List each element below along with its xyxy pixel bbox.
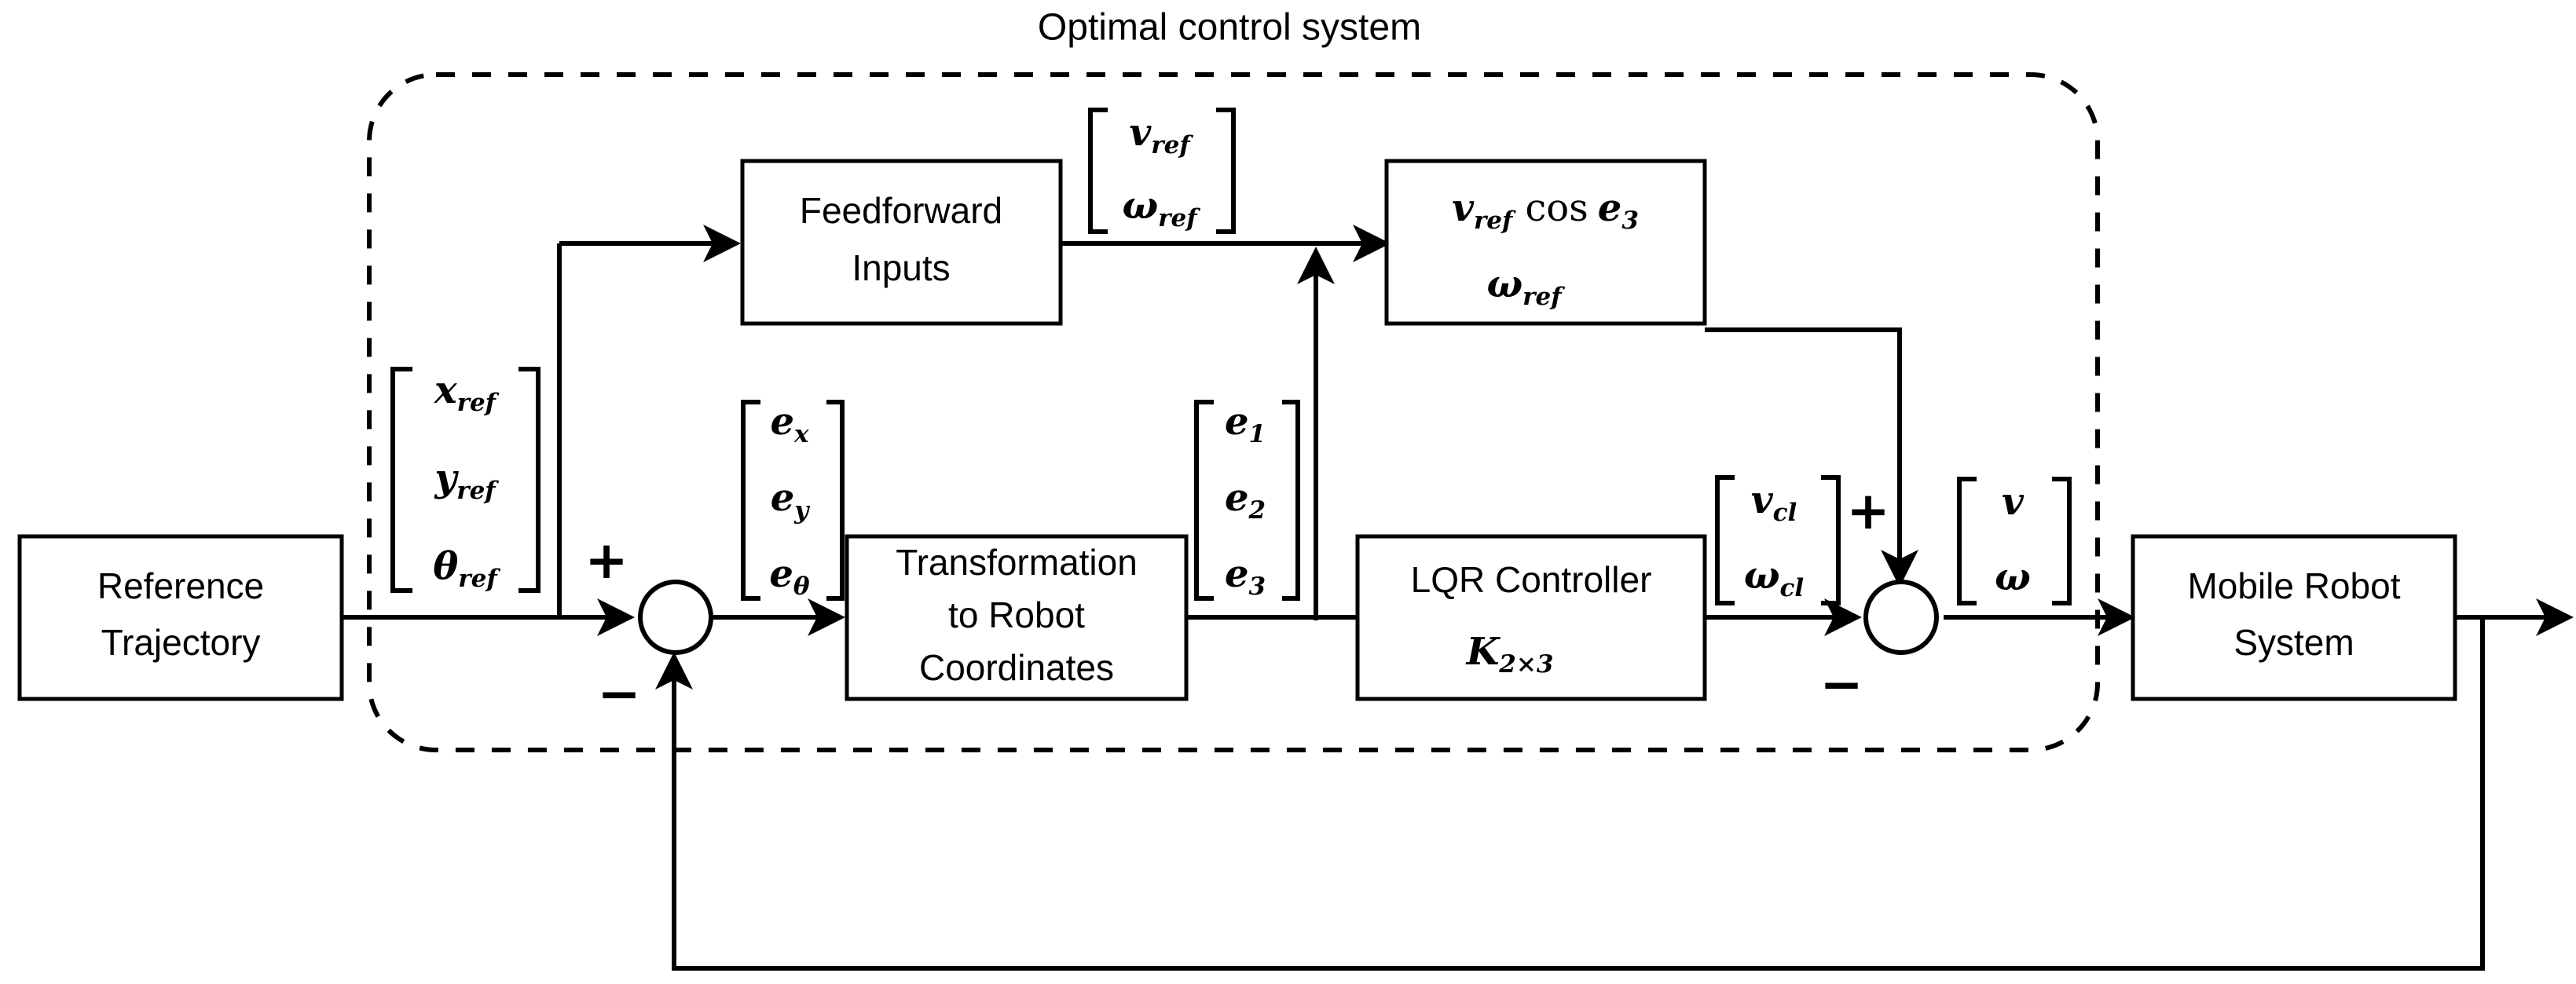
vec-wcl-sub: cl [1780,574,1805,602]
vec-ref-x-base: x [434,368,458,412]
feedforward-law-line2: ωref [1486,262,1565,311]
error-sum-minus-sign: − [597,664,640,724]
vec-e1-base: e [1225,400,1249,444]
feedforward-inputs-label-line2: Inputs [852,247,950,288]
feedforward-inputs-block[interactable] [740,159,1063,326]
robot-input-vector-element-2: ω [1995,555,2031,599]
closed-loop-control-vector-bracket-right [1821,475,1841,605]
control-sum-minus-sign: − [1819,654,1863,715]
feedforward-law-v: v [1452,186,1475,230]
vec-ref-y-base: y [434,456,459,500]
feedforward-inputs-label-line1: Feedforward [800,190,1002,231]
wire-feedback-loop [655,617,2485,971]
vec-vcl-base: v [1751,478,1774,522]
error-sum-plus-sign: + [584,530,628,591]
lqr-controller-block[interactable] [1355,534,1707,701]
vec-ff-w-sub: ref [1158,204,1200,232]
vec-w-base: ω [1995,555,2031,599]
vec-err-y-base: e [771,476,795,520]
global-error-vector-bracket-left [741,400,760,601]
reference-trajectory-label-line1: Reference [97,565,264,606]
feedforward-law-e-sub: 3 [1621,207,1639,235]
reference-state-vector-element-3: θref [433,544,500,593]
lqr-gain-base: K [1465,630,1501,674]
transformation-label-line3: Coordinates [919,647,1114,688]
transformation-to-robot-coordinates-block[interactable] [845,534,1189,701]
reference-state-vector-element-1: xref [434,368,500,417]
feedforward-output-vector-element-2: ωref [1122,184,1200,232]
feedforward-law-e: e [1598,186,1622,230]
vec-err-x-base: e [770,400,794,444]
feedforward-output-vector-bracket-left [1088,108,1108,234]
vec-e2-base: e [1225,476,1249,520]
lqr-gain-symbol: K2×3 [1465,630,1554,679]
vec-e3-base: e [1225,552,1249,596]
reference-state-vector-element-2: yref [434,456,499,505]
vec-err-x-sub: x [793,420,809,448]
reference-trajectory-label-line2: Trajectory [101,622,261,663]
feedforward-law-block[interactable] [1384,159,1707,326]
robot-error-vector-element-1: e1 [1225,400,1266,448]
feedforward-law-omega-sub: ref [1523,283,1565,311]
vec-ref-y-sub: ref [456,477,499,505]
transformation-label-line1: Transformation [896,542,1138,583]
global-error-vector-element-1: ex [770,400,809,448]
closed-loop-control-vector-bracket-left [1715,475,1735,605]
vec-err-y-sub: y [793,496,810,525]
robot-error-vector-bracket-right [1282,400,1300,601]
optimal-control-system-boundary [367,72,2100,752]
feedforward-output-vector-bracket-right [1216,108,1236,234]
robot-error-vector-element-3: e3 [1225,552,1266,601]
vec-vcl-sub: cl [1773,499,1797,527]
vec-v-base: v [2002,480,2025,524]
vec-ref-x-sub: ref [457,389,500,417]
feedforward-output-vector-element-1: vref [1129,111,1193,159]
feedforward-law-v-sub: ref [1474,207,1516,235]
closed-loop-control-vector-element-1: vcl [1751,478,1797,527]
diagram-title: Optimal control system [1038,7,1421,49]
vec-ref-theta-sub: ref [458,565,500,593]
robot-input-vector-bracket-left [1957,477,1977,605]
vec-e1-sub: 1 [1248,420,1266,448]
vec-ff-w-base: ω [1122,184,1158,228]
robot-error-vector-element-2: e2 [1225,476,1266,525]
robot-input-vector-bracket-right [2052,477,2072,605]
global-error-vector-element-3: eθ [769,552,810,601]
mobile-robot-system-label-line1: Mobile Robot [2187,565,2400,606]
reference-state-vector-bracket-right [518,367,540,593]
wire-law-to-control-sum [1705,327,1918,587]
vec-wcl-base: ω [1744,554,1780,598]
feedforward-law-cos: cos [1525,186,1588,230]
closed-loop-control-vector-element-2: ωcl [1744,554,1804,602]
vec-ff-v-base: v [1129,111,1152,155]
vec-ff-v-sub: ref [1151,131,1193,159]
vec-err-theta-base: e [769,552,793,596]
global-error-vector-element-2: ey [771,476,811,525]
lqr-controller-label: LQR Controller [1411,559,1652,600]
feedforward-law-omega: ω [1486,262,1523,306]
reference-trajectory-block[interactable] [17,534,344,701]
vec-err-theta-sub: θ [793,572,810,601]
vec-ref-theta-base: θ [433,544,458,588]
robot-error-vector-bracket-left [1194,400,1214,601]
global-error-vector-bracket-right [826,400,845,601]
mobile-robot-system-block[interactable] [2131,534,2457,701]
mobile-robot-system-label-line2: System [2233,622,2354,663]
error-summing-junction[interactable] [638,580,713,655]
vec-e2-sub: 2 [1248,496,1266,525]
transformation-label-line2: to Robot [948,594,1085,635]
control-sum-plus-sign: + [1846,481,1889,541]
reference-state-vector-bracket-left [390,367,412,593]
robot-input-vector-element-1: v [2002,480,2025,524]
control-summing-junction[interactable] [1863,580,1939,655]
vec-e3-sub: 3 [1248,572,1266,601]
lqr-gain-subscript: 2×3 [1498,650,1553,679]
